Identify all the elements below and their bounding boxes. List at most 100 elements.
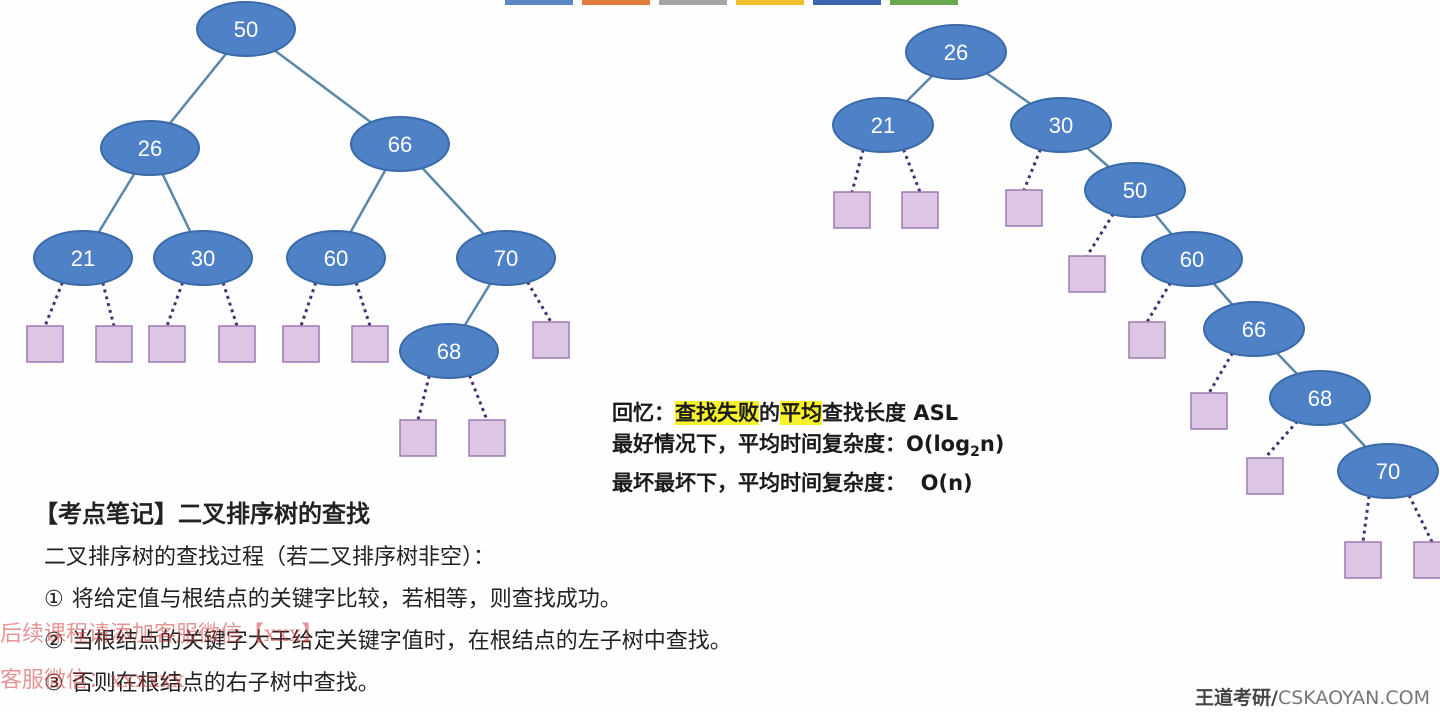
tree-node [196,1,296,57]
step-number: ③ [44,671,64,696]
tree-node-label: 21 [871,113,895,138]
tree-node-label: 30 [191,246,215,271]
step-number: ① [44,587,64,612]
null-leaf-box [1005,189,1043,227]
top-tab-6 [890,0,958,5]
null-link-edge [1085,207,1119,257]
tree-node [1203,301,1305,357]
tree-node-label: 30 [1049,113,1073,138]
null-leaf-box [351,325,389,363]
null-leaf-box [95,325,133,363]
watermark: 后续课程请添加客服微信【xxx】 客服微信：xxxxxx [0,612,323,704]
tree-node-label: 50 [1123,178,1147,203]
tree-node-label: 26 [944,40,968,65]
null-link-edge [352,275,372,327]
null-link-edge [299,275,320,327]
null-leaf-box [1068,255,1106,293]
null-link-edge [1145,276,1176,323]
tree-node-label: 70 [494,246,518,271]
notes-intro: 二叉排序树的查找过程（若二叉排序树非空）： [44,545,496,570]
null-link-edge [219,275,239,327]
recall-suffix: 查找长度 ASL [822,401,959,425]
null-leaf-box [26,325,64,363]
null-link-edge [1207,346,1238,394]
tree-node-label: 66 [388,132,412,157]
null-leaf-box [399,419,437,457]
recall-mid: 的 [759,401,780,425]
tree-node [905,24,1007,80]
null-leaf-box [1413,541,1440,579]
footer-brand: 王道考研/CSKAOYAN.COM [1195,683,1430,710]
tree-node [1337,443,1439,499]
highlight-average: 平均 [780,401,822,425]
null-link-edge [99,275,116,327]
tree-node-label: 66 [1242,317,1266,342]
null-leaf-box [148,325,186,363]
best-case-text: 最好情况下，平均时间复杂度：O(log [612,432,971,456]
step-number: ② [44,629,64,654]
tree-node [832,97,934,153]
watermark-line-1: 后续课程请添加客服微信【xxx】 [0,622,324,647]
null-link-edge [465,368,489,421]
recall-line-best: 最好情况下，平均时间复杂度：O(log2n) [612,429,1004,468]
step-text: 否则在根结点的右子树中查找。 [71,671,380,696]
null-leaf-box [532,321,570,359]
notes-step-3: ③ 否则在根结点的右子树中查找。 [44,665,732,697]
recall-box: 回忆：查找失败的平均查找长度 ASL 最好情况下，平均时间复杂度：O(log2n… [612,398,1004,499]
null-link-edge [1361,488,1372,543]
recall-line-asl: 回忆：查找失败的平均查找长度 ASL [612,398,1004,429]
notes-step-1: ① 将给定值与根结点的关键字比较，若相等，则查找成功。 [44,581,732,613]
tree-node [350,116,450,172]
tree-node-label: 21 [71,246,95,271]
step-text: 当根结点的关键字大于给定关键字值时，在根结点的左子树中查找。 [71,629,732,654]
tree-node-label: 60 [1180,247,1204,272]
tree-node-label: 26 [138,136,162,161]
null-link-edge [416,368,433,421]
null-link-edge [1404,488,1434,543]
null-link-edge [43,275,67,327]
tree-node [1084,162,1186,218]
tree-node [33,230,133,286]
recall-line-worst: 最坏最坏下，平均时间复杂度： O(n) [612,471,973,496]
tree-node [1010,97,1112,153]
log-subscript: 2 [970,444,980,461]
tree-node-label: 68 [1308,386,1332,411]
tree-node [100,120,200,176]
highlight-search-fail: 查找失败 [675,401,759,425]
notes-section: 【考点笔记】二叉排序树的查找 二叉排序树的查找过程（若二叉排序树非空）： ① 将给… [34,494,732,707]
top-tab-1 [505,0,573,5]
footer-site: CSKAOYAN.COM [1277,687,1430,709]
tree-node [1141,231,1243,287]
null-link-edge [1263,415,1304,459]
top-tab-4 [736,0,804,5]
tree-node [1269,370,1371,426]
tree-node-label: 50 [234,17,258,42]
top-tab-5 [813,0,881,5]
top-tab-2 [582,0,650,5]
tree-node [153,230,253,286]
tree-node-label: 70 [1376,459,1400,484]
footer-brand-text: 王道考研/ [1195,687,1278,709]
recall-prefix: 回忆： [612,401,675,425]
step-text: 将给定值与根结点的关键字比较，若相等，则查找成功。 [71,587,622,612]
tree-node [399,323,499,379]
tree-node-label: 68 [437,339,461,364]
top-tab-3 [659,0,727,5]
null-leaf-box [468,419,506,457]
null-link-edge [165,275,187,327]
null-leaf-box [218,325,256,363]
null-link-edge [1022,142,1045,191]
notes-step-2: ② 当根结点的关键字大于给定关键字值时，在根结点的左子树中查找。 [44,623,732,655]
null-leaf-box [1344,541,1382,579]
null-leaf-box [1190,392,1228,430]
null-link-edge [522,275,553,323]
null-leaf-box [282,325,320,363]
tree-node [456,230,556,286]
null-link-edge [899,142,922,193]
best-case-end: n) [979,432,1005,456]
notes-title: 【考点笔记】二叉排序树的查找 [34,500,370,528]
null-link-edge [850,142,867,193]
null-leaf-box [901,191,939,229]
null-leaf-box [833,191,871,229]
